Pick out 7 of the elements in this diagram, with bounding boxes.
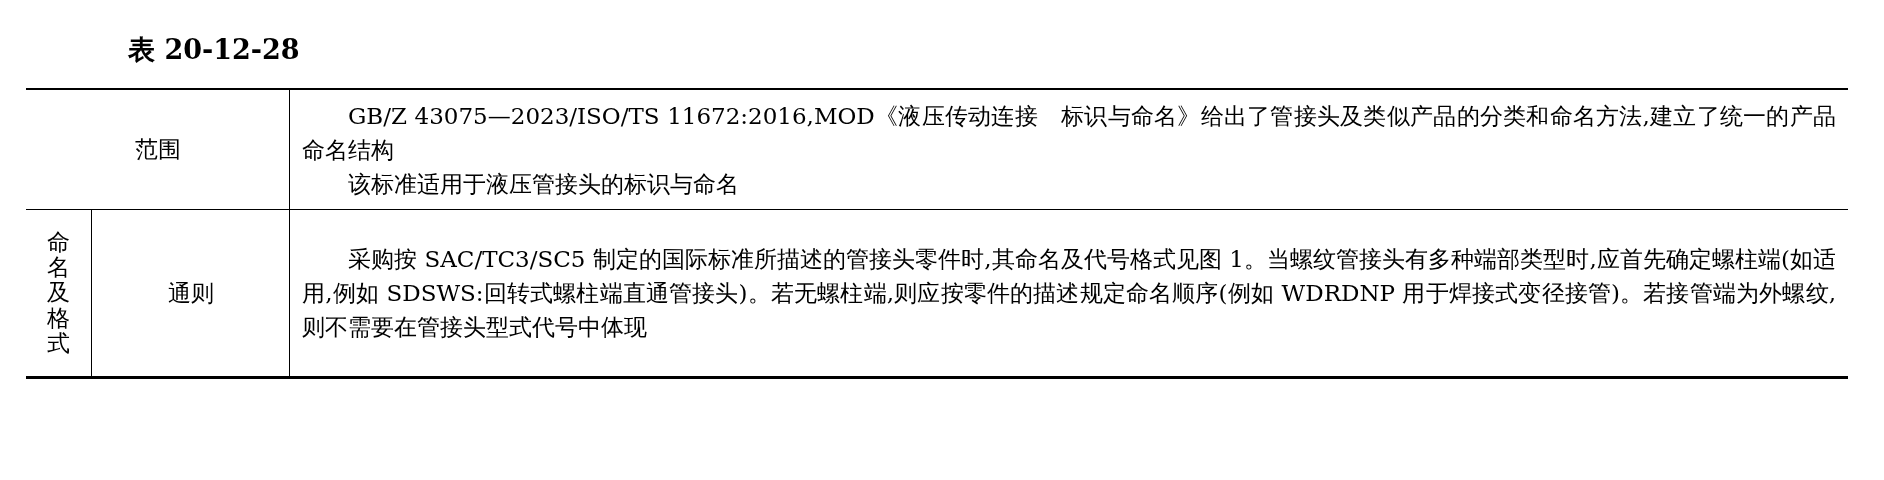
- table-title: 表 20-12-28: [128, 33, 300, 67]
- body-text: GB/Z 43075—2023/ISO/TS 11672:2016,MOD《液压传动连接 标识与命名》给出了管接头及类似产品的分类和命名方法,建立了统一的产品命名结构: [302, 101, 1836, 165]
- vertical-heading: 命名及格式: [47, 229, 70, 357]
- body-text: 采购按 SAC/TC3/SC5 制定的国际标准所描述的管接头零件时,其命名及代号格式见图 1。当螺纹管接头有多种端部类型时,应首先确定螺柱端(如适用,例如 SDSWS:回转式螺柱端直通管接头)。若无螺柱端,则应按零件的描述规定命名顺序(例如 WDRDNP 用于焊接式变径接管)。若接管端为外螺纹,则不需要在管接头型式代号中体现: [302, 245, 1836, 342]
- body-text: 该标准适用于液压管接头的标识与命名: [347, 169, 740, 199]
- row-header: 通则: [167, 278, 214, 308]
- row-header: 范围: [134, 135, 181, 165]
